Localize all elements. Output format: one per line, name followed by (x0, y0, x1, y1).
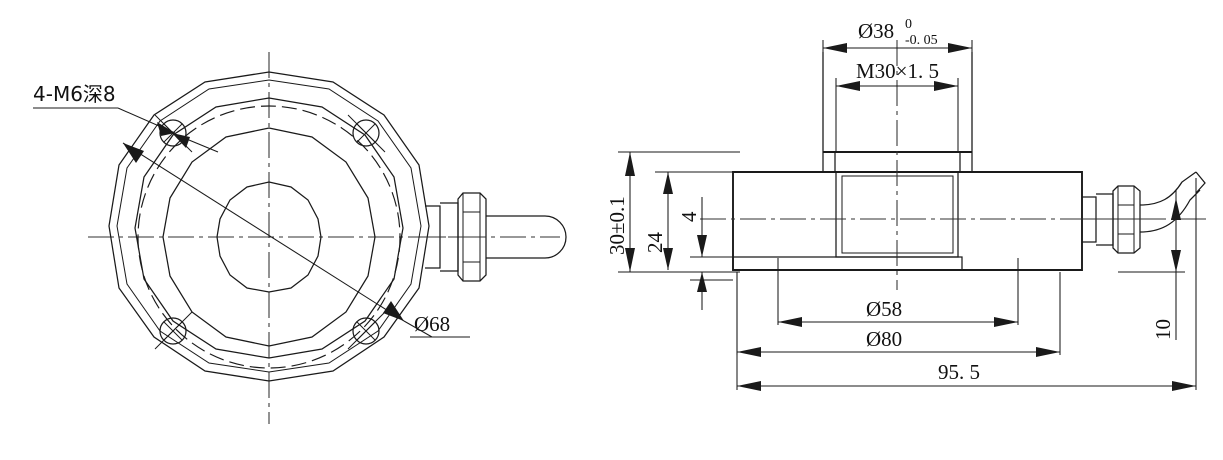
label-d38-tol-upper: 0 (905, 17, 912, 32)
dim-24 (655, 171, 735, 270)
dim-d38 (822, 40, 973, 150)
callout-4m6-leader (33, 107, 219, 153)
callout-d68-leader (122, 142, 470, 338)
dim-10 (1118, 190, 1185, 340)
label-m30: M30×1. 5 (856, 59, 939, 83)
label-d80: Ø80 (866, 327, 902, 351)
hole-tick-tr (347, 114, 386, 153)
dim-4 (690, 197, 733, 310)
label-d58: Ø58 (866, 297, 902, 321)
dim-d58 (777, 258, 1019, 327)
dim-30 (618, 151, 740, 273)
dim-955 (736, 178, 1197, 391)
dim-m30 (835, 78, 959, 152)
label-4m6: 4-M6深8 (33, 82, 116, 106)
label-d38: Ø38 (858, 19, 894, 43)
section-flange-step (733, 256, 963, 270)
label-d38-tol-lower: -0. 05 (905, 33, 938, 48)
hole-tick-bl (154, 311, 193, 350)
label-4: 4 (677, 211, 701, 222)
front-view-cable-gland (420, 192, 567, 282)
front-view-bolt-circle (137, 105, 401, 369)
label-24: 24 (643, 232, 667, 254)
label-955: 95. 5 (938, 360, 980, 384)
label-d68: Ø68 (414, 312, 450, 336)
section-body-outline (732, 171, 1083, 271)
section-inner-bore-secondary (841, 175, 954, 254)
label-30: 30±0.1 (605, 196, 629, 255)
hole-tick-br (347, 311, 386, 350)
label-10: 10 (1151, 319, 1175, 340)
front-view-center-bore (216, 181, 322, 293)
front-view: 4-M6深8 Ø68 (33, 52, 567, 424)
front-view-boss-profile (162, 127, 376, 347)
section-cable-gland (1078, 171, 1206, 254)
section-view: Ø38 0 -0. 05 M30×1. 5 30±0.1 (605, 17, 1210, 391)
